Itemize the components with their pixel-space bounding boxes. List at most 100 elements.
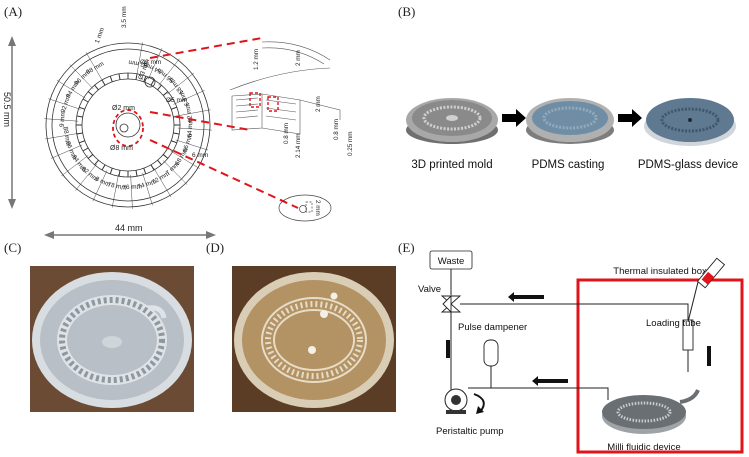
radial-dim-label: .76 mm	[121, 183, 142, 191]
chamber-tick	[94, 84, 99, 91]
center-dim-5: Ø5 mm	[166, 97, 187, 104]
mold-image	[406, 98, 498, 144]
radial-leader-line	[85, 52, 104, 82]
panel-c-label: (C)	[4, 240, 22, 255]
center-dim-6: 6 mm	[192, 152, 208, 159]
radial-dim-label: .52 mm	[128, 58, 150, 69]
width-label: 44 mm	[115, 223, 143, 233]
chamber-tick	[109, 75, 113, 82]
box-title: Thermal insulated box	[613, 266, 707, 277]
radial-dim-label: .64 mm	[186, 118, 194, 139]
center-dim-2: Ø8 mm	[110, 145, 133, 152]
chamber-tick	[167, 98, 174, 103]
radial-leader-line	[167, 72, 195, 95]
device-outline	[45, 42, 211, 208]
radial-dim-label: .62 mm	[184, 103, 195, 125]
center-dim-1: Ø2 mm	[112, 105, 135, 112]
radial-leader-line	[177, 109, 211, 117]
chamber-tick	[76, 132, 83, 135]
radial-leader-line	[177, 127, 212, 131]
panel-b-label: (B)	[398, 4, 416, 19]
chamber-tick	[87, 91, 94, 96]
detail-dim-6: 0.8 mm	[333, 119, 340, 140]
chamber-tick	[82, 147, 89, 152]
radial-leader-line	[44, 118, 79, 122]
valve-label: Valve	[418, 284, 441, 295]
step-3-label: PDMS-glass device	[638, 159, 738, 171]
radial-leader-line	[130, 174, 133, 209]
chamber-tick	[82, 98, 89, 103]
step-2-label: PDMS casting	[532, 159, 605, 171]
radial-dim-label: .78 mm	[105, 181, 127, 192]
height-dimension	[8, 36, 16, 209]
center-dim-3: Ø2 mm	[140, 59, 161, 66]
radial-leader-line	[148, 48, 163, 80]
pulse-dampener-label: Pulse dampener	[458, 322, 527, 333]
chamber-tick	[143, 168, 147, 175]
chamber-tick	[101, 164, 106, 171]
channel-detail-view	[229, 41, 341, 135]
radial-leader-line	[111, 174, 119, 208]
chamber-tick	[118, 170, 121, 177]
radial-leader-line	[75, 163, 97, 191]
radial-leader-line	[158, 58, 180, 86]
pulse-dampener-icon	[483, 339, 499, 367]
chamber-tick	[150, 79, 155, 86]
chamber-tick	[162, 154, 169, 159]
chamber-tick	[173, 132, 180, 135]
radial-leader-line	[56, 80, 86, 99]
radial-leader-line	[153, 167, 172, 198]
center-dim-8: 3.5 mm	[121, 6, 128, 28]
waste-label: Waste	[438, 256, 465, 267]
panel-b-process: 3D printed mold PDMS casting PDMS-glass …	[406, 98, 738, 171]
loading-tube-icon	[682, 257, 726, 351]
chamber-tick	[143, 75, 147, 82]
tubing	[450, 303, 689, 400]
chamber-ticks	[76, 73, 180, 177]
detail-dim-4: 0.8 mm	[283, 123, 290, 144]
radial-leader-line	[173, 90, 205, 105]
radial-leader-line	[136, 42, 143, 76]
device-label: Milli fluidic device	[607, 442, 680, 453]
radial-leader-line	[175, 139, 209, 151]
zoom-connectors	[149, 37, 299, 209]
millifluidic-device-icon	[602, 389, 700, 434]
device-photo	[232, 266, 396, 412]
radial-leader-line	[142, 172, 153, 206]
height-label: 50.5 mm	[2, 92, 12, 127]
chamber-tick	[171, 140, 178, 144]
arrow-1-icon	[502, 109, 526, 127]
detail-dim-5: 2.14 mm	[295, 134, 302, 159]
panel-e-label: (E)	[398, 240, 415, 255]
chamber-tick	[135, 170, 138, 177]
chamber-tick	[157, 84, 162, 91]
radial-leader-line	[69, 64, 94, 90]
width-dimension	[44, 231, 216, 239]
radial-leader-line	[92, 170, 108, 202]
chamber-tick	[78, 140, 85, 144]
center-dim-7: 1 mm	[94, 27, 106, 45]
center-highlight	[112, 109, 144, 147]
detail-dim-7: 0.25 mm	[347, 132, 354, 157]
pump-label: Peristaltic pump	[436, 426, 504, 437]
chamber-tick	[150, 164, 155, 171]
detail-dim-1: 1.2 mm	[253, 49, 260, 70]
casting-image	[526, 98, 614, 144]
detail-dim-3: 2 mm	[315, 96, 322, 112]
chamber-tick	[94, 159, 99, 166]
radial-leader-line	[50, 144, 83, 159]
thermal-box	[576, 278, 744, 454]
flow-arrows	[446, 292, 711, 386]
valve-icon	[440, 294, 462, 314]
radial-leader-line	[170, 150, 200, 169]
radial-dim-label: .9 mm	[59, 111, 67, 129]
chamber-tick	[109, 168, 113, 175]
radial-leader-line	[48, 98, 81, 110]
radial-leader-line	[45, 133, 79, 140]
chamber-tick	[76, 115, 83, 118]
radial-leader-line	[163, 160, 188, 185]
chamber-tick	[171, 106, 178, 110]
chamber-tick	[118, 73, 121, 80]
panel-d-label: (D)	[206, 240, 225, 255]
